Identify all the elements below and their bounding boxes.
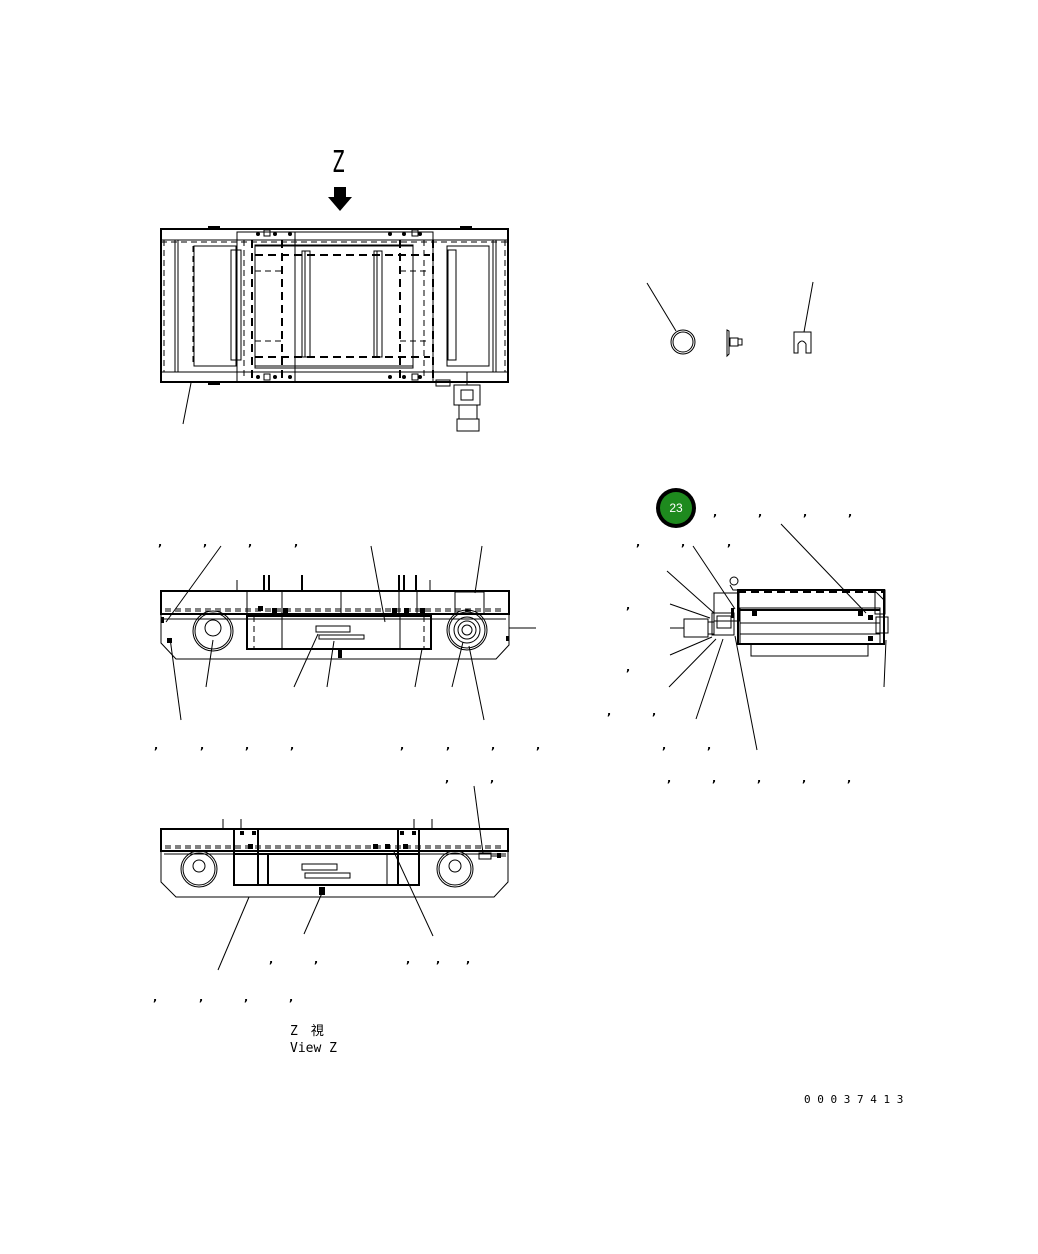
drawing-number: 0 0 0 3 7 4 1 3 — [804, 1093, 904, 1106]
top-view — [160, 187, 509, 432]
u-clip-part — [793, 331, 812, 354]
callout-badge-number: 23 — [660, 492, 692, 524]
ring-part — [670, 329, 696, 355]
view-z — [160, 785, 509, 971]
plug-part — [726, 329, 743, 358]
view-marker-letter: Z — [332, 145, 345, 180]
callout-badge-23[interactable]: 23 — [656, 488, 696, 528]
end-view — [666, 523, 889, 751]
view-caption-en: View Z — [290, 1041, 337, 1056]
down-arrow-icon — [328, 187, 352, 211]
detail-parts — [646, 281, 814, 358]
view-caption-jp: Z 視 — [290, 1024, 324, 1039]
right-wheel — [446, 609, 488, 651]
left-wheel — [192, 610, 234, 652]
side-view — [160, 545, 536, 721]
